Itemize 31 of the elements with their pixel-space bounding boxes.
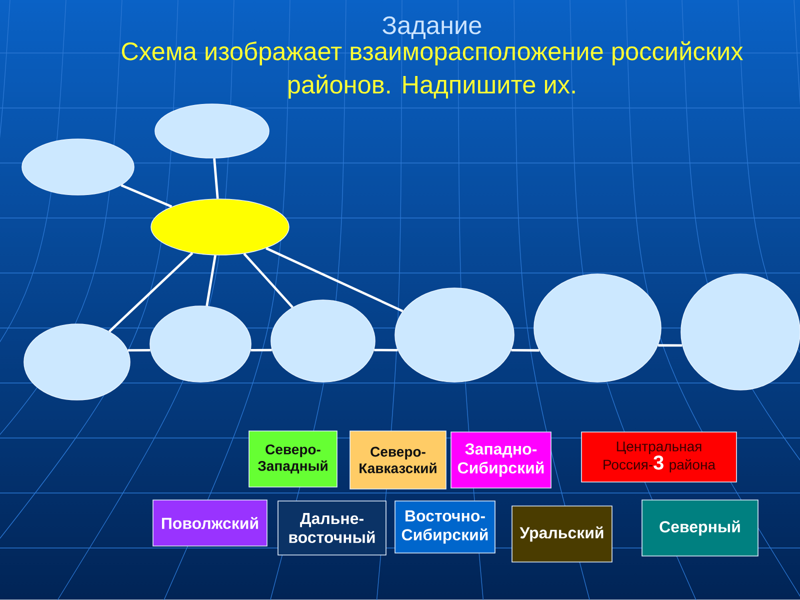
ellipse xyxy=(24,324,130,400)
label-box: Поволжский xyxy=(152,500,268,546)
ellipse xyxy=(22,138,134,196)
connector-line xyxy=(206,255,216,306)
ellipse xyxy=(394,288,514,382)
label-box: Дальне-восточный xyxy=(278,500,386,556)
label-box: Северо-Западный xyxy=(248,430,338,488)
ellipse xyxy=(150,198,290,256)
connector-line xyxy=(374,348,398,352)
ellipse xyxy=(270,300,376,382)
ellipse xyxy=(680,274,800,390)
instruction-text: Схема изображает взаиморасположение российских районов. Надпишите их. xyxy=(122,41,744,99)
label-box: Западно-Сибирский xyxy=(450,432,552,488)
connector-line xyxy=(108,252,194,332)
label-box: Восточно-Сибирский xyxy=(394,500,496,554)
connector-line xyxy=(266,247,404,312)
label-box: Центральная Россия-3 района xyxy=(581,432,737,482)
label-box: Уральский xyxy=(512,506,612,562)
title: Задание xyxy=(382,16,482,40)
connector-line xyxy=(128,348,150,352)
connector-line xyxy=(658,344,682,347)
connector-line xyxy=(120,184,172,208)
connector-line xyxy=(243,252,294,308)
label-box: Северо-Кавказский xyxy=(350,430,446,490)
connector-line xyxy=(250,348,272,352)
connector-line xyxy=(213,158,219,199)
ellipse xyxy=(154,104,270,158)
label-box: Северный xyxy=(642,500,758,556)
connector-line xyxy=(511,349,540,352)
ellipse xyxy=(150,306,252,382)
ellipse xyxy=(534,274,662,382)
